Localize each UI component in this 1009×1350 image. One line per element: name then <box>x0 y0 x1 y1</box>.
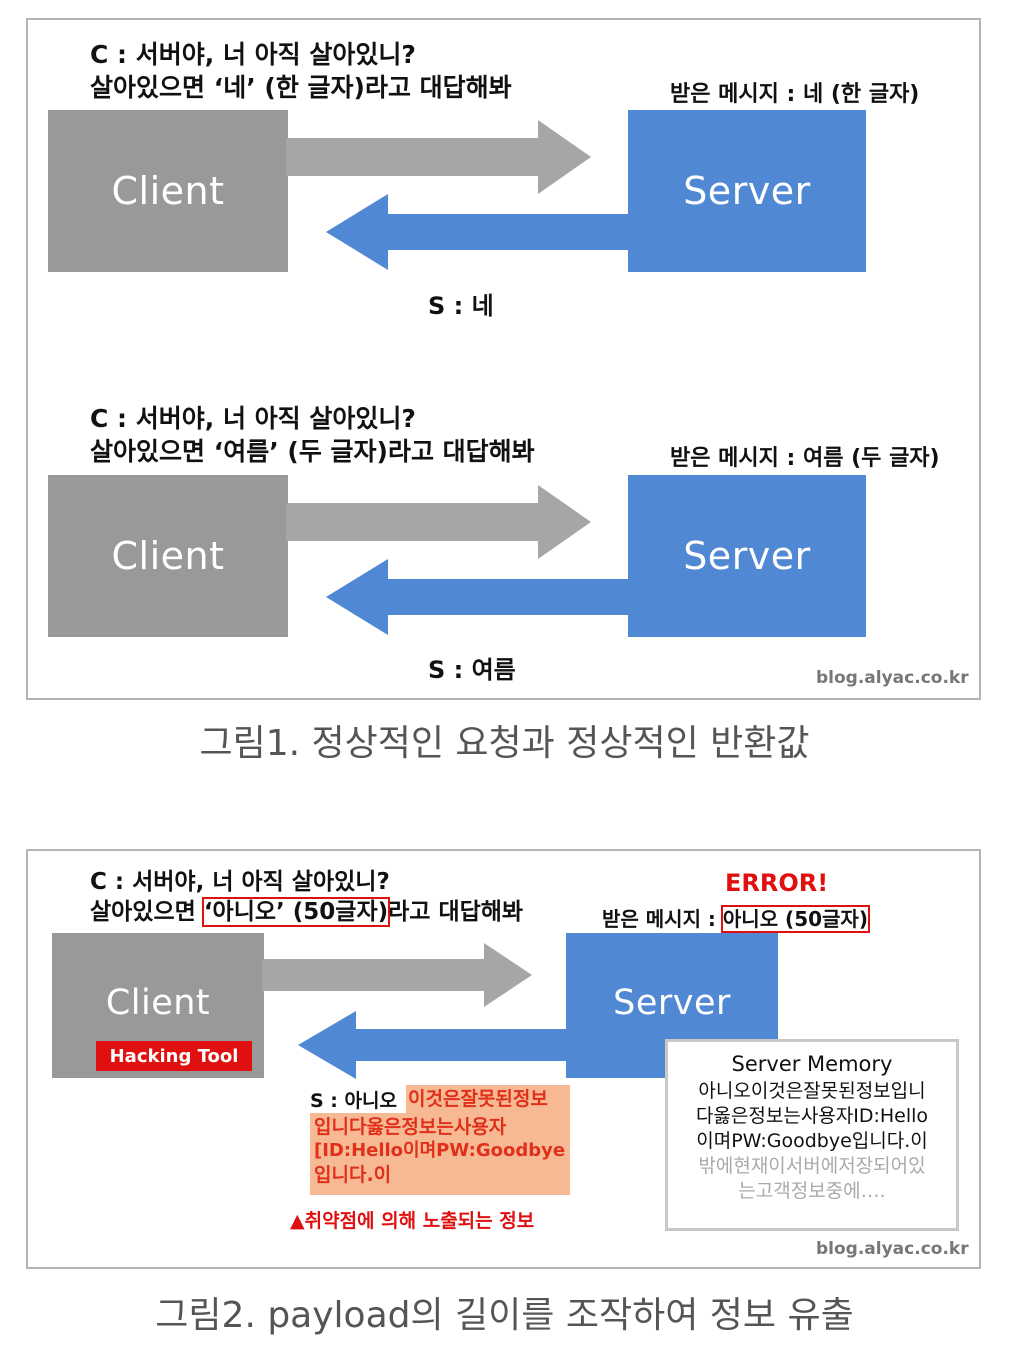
client-box: Client <box>48 475 288 637</box>
client-label: Client <box>111 169 225 213</box>
received-message-3: 받은 메시지 : 아니오 (50글자) <box>602 905 870 933</box>
response-arrow-icon <box>326 194 628 270</box>
request-arrow-icon <box>286 485 591 559</box>
client-question-3: C : 서버야, 너 아직 살아있니? 살아있으면 ‘아니오’ (50글자)라고… <box>90 867 523 927</box>
client-box: Client <box>48 110 288 272</box>
server-box: Server <box>628 110 866 272</box>
request-arrow-icon <box>286 120 591 194</box>
figure2-caption: 그림2. payload의 길이를 조작하여 정보 유출 <box>155 1295 854 1336</box>
response-arrow-icon <box>298 1011 566 1079</box>
server-label: Server <box>613 983 731 1023</box>
question-line2: 살아있으면 ‘여름’ (두 글자)라고 대답해봐 <box>90 437 535 466</box>
server-label: Server <box>683 534 811 578</box>
received-message-2: 받은 메시지 : 여름 (두 글자) <box>670 446 940 471</box>
leaked-data-highlight-2: 입니다옳은정보는사용자 [ID:Hello이며PW:Goodbye 입니다.이 <box>310 1113 570 1195</box>
figure2-panel: C : 서버야, 너 아직 살아있니? 살아있으면 ‘아니오’ (50글자)라고… <box>26 849 981 1269</box>
server-memory-box: Server Memory 아니오이것은잘못된정보입니 다옳은정보는사용자ID:… <box>665 1039 959 1231</box>
figure1-caption: 그림1. 정상적인 요청과 정상적인 반환값 <box>199 723 810 764</box>
credit-text: blog.alyac.co.kr <box>816 1239 969 1259</box>
client-question-1: C : 서버야, 너 아직 살아있니? 살아있으면 ‘네’ (한 글자)라고 대… <box>90 38 512 104</box>
hacking-tool-badge: Hacking Tool <box>96 1041 252 1071</box>
client-label: Client <box>111 534 225 578</box>
manipulated-length-highlight: ‘아니오’ (50글자) <box>201 897 391 927</box>
request-arrow-icon <box>262 943 532 1007</box>
question-line2: 살아있으면 ‘네’ (한 글자)라고 대답해봐 <box>90 73 512 102</box>
memory-title: Server Memory <box>731 1052 893 1076</box>
error-label: ERROR! <box>725 869 829 897</box>
question-line1: C : 서버야, 너 아직 살아있니? <box>90 40 416 69</box>
credit-text: blog.alyac.co.kr <box>816 668 969 688</box>
client-label: Client <box>105 983 211 1023</box>
response-arrow-icon <box>326 559 628 635</box>
question-line1: C : 서버야, 너 아직 살아있니? <box>90 404 416 433</box>
memory-line: 아니오이것은잘못된정보입니 <box>698 1080 926 1102</box>
server-reply-1: S : 네 <box>428 292 494 320</box>
server-box: Server <box>628 475 866 637</box>
server-label: Server <box>683 169 811 213</box>
vulnerability-note: ▲취약점에 의해 노출되는 정보 <box>290 1210 535 1232</box>
server-reply-leak: S : 아니오 <box>310 1087 397 1112</box>
reply-prefix: S : 아니오 <box>310 1090 397 1112</box>
server-reply-2: S : 여름 <box>428 656 516 684</box>
received-length-highlight: 아니오 (50글자) <box>720 905 870 933</box>
memory-line: 는고객정보중에…. <box>738 1180 886 1202</box>
memory-line: 다옳은정보는사용자ID:Hello <box>695 1105 929 1127</box>
memory-line: 밖에현재이서버에저장되어있 <box>698 1155 926 1177</box>
memory-line: 이며PW:Goodbye입니다.이 <box>696 1130 928 1152</box>
leaked-data-highlight-1: 이것은잘못된정보 <box>406 1085 570 1113</box>
client-question-2: C : 서버야, 너 아직 살아있니? 살아있으면 ‘여름’ (두 글자)라고 … <box>90 402 535 468</box>
question-line2: 살아있으면 ‘아니오’ (50글자)라고 대답해봐 <box>90 897 524 927</box>
figure1-panel: C : 서버야, 너 아직 살아있니? 살아있으면 ‘네’ (한 글자)라고 대… <box>26 18 981 700</box>
received-message-1: 받은 메시지 : 네 (한 글자) <box>670 82 920 107</box>
question-line1: C : 서버야, 너 아직 살아있니? <box>90 869 390 895</box>
